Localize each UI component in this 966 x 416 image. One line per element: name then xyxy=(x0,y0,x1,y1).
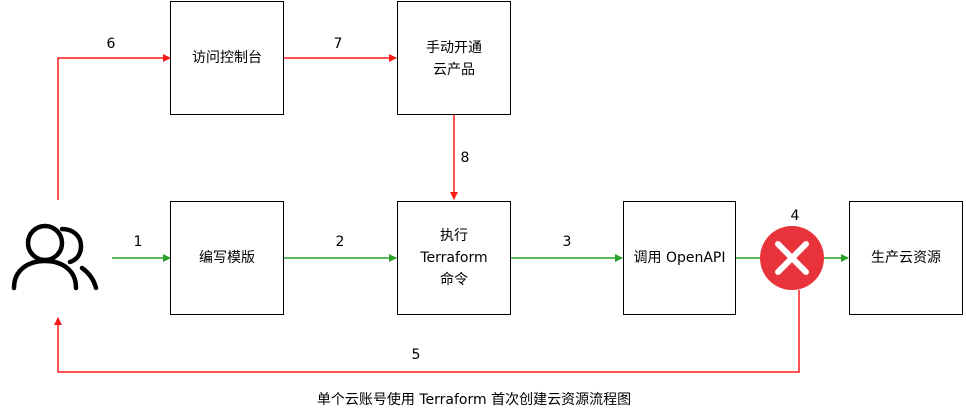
node-run-terraform-label-line1: 执行 xyxy=(440,228,468,244)
node-manual-enable: 手动开通 云产品 xyxy=(397,1,511,115)
edge-label-5: 5 xyxy=(412,347,421,363)
node-run-terraform-label-line2: Terraform xyxy=(419,250,487,266)
node-produce-resource: 生产云资源 xyxy=(849,201,963,315)
edge-label-7: 7 xyxy=(334,36,343,52)
node-manual-enable-label-line2: 云产品 xyxy=(433,62,475,78)
edge-label-3: 3 xyxy=(563,234,572,250)
diagram-caption: 单个云账号使用 Terraform 首次创建云资源流程图 xyxy=(317,391,631,408)
users-icon xyxy=(11,223,99,291)
node-run-terraform-label-line3: 命令 xyxy=(440,271,468,288)
edge-error-back-to-user xyxy=(54,290,800,373)
node-call-openapi-label: 调用 OpenAPI xyxy=(634,250,726,266)
node-call-openapi: 调用 OpenAPI xyxy=(623,201,736,315)
node-visit-console-label: 访问控制台 xyxy=(192,50,262,66)
node-write-template-label: 编写模版 xyxy=(199,250,255,266)
node-produce-resource-label: 生产云资源 xyxy=(871,250,941,266)
error-x-icon xyxy=(760,226,824,290)
edge-label-6: 6 xyxy=(107,36,116,52)
edge-user-to-console xyxy=(57,54,171,200)
edge-label-2: 2 xyxy=(336,234,345,250)
edge-label-4: 4 xyxy=(791,208,800,224)
node-visit-console: 访问控制台 xyxy=(170,1,284,115)
node-manual-enable-label-line1: 手动开通 xyxy=(426,40,482,56)
node-write-template: 编写模版 xyxy=(170,201,284,315)
edge-label-8: 8 xyxy=(461,150,470,166)
node-run-terraform: 执行 Terraform 命令 xyxy=(397,201,511,315)
edge-label-1: 1 xyxy=(134,234,143,250)
